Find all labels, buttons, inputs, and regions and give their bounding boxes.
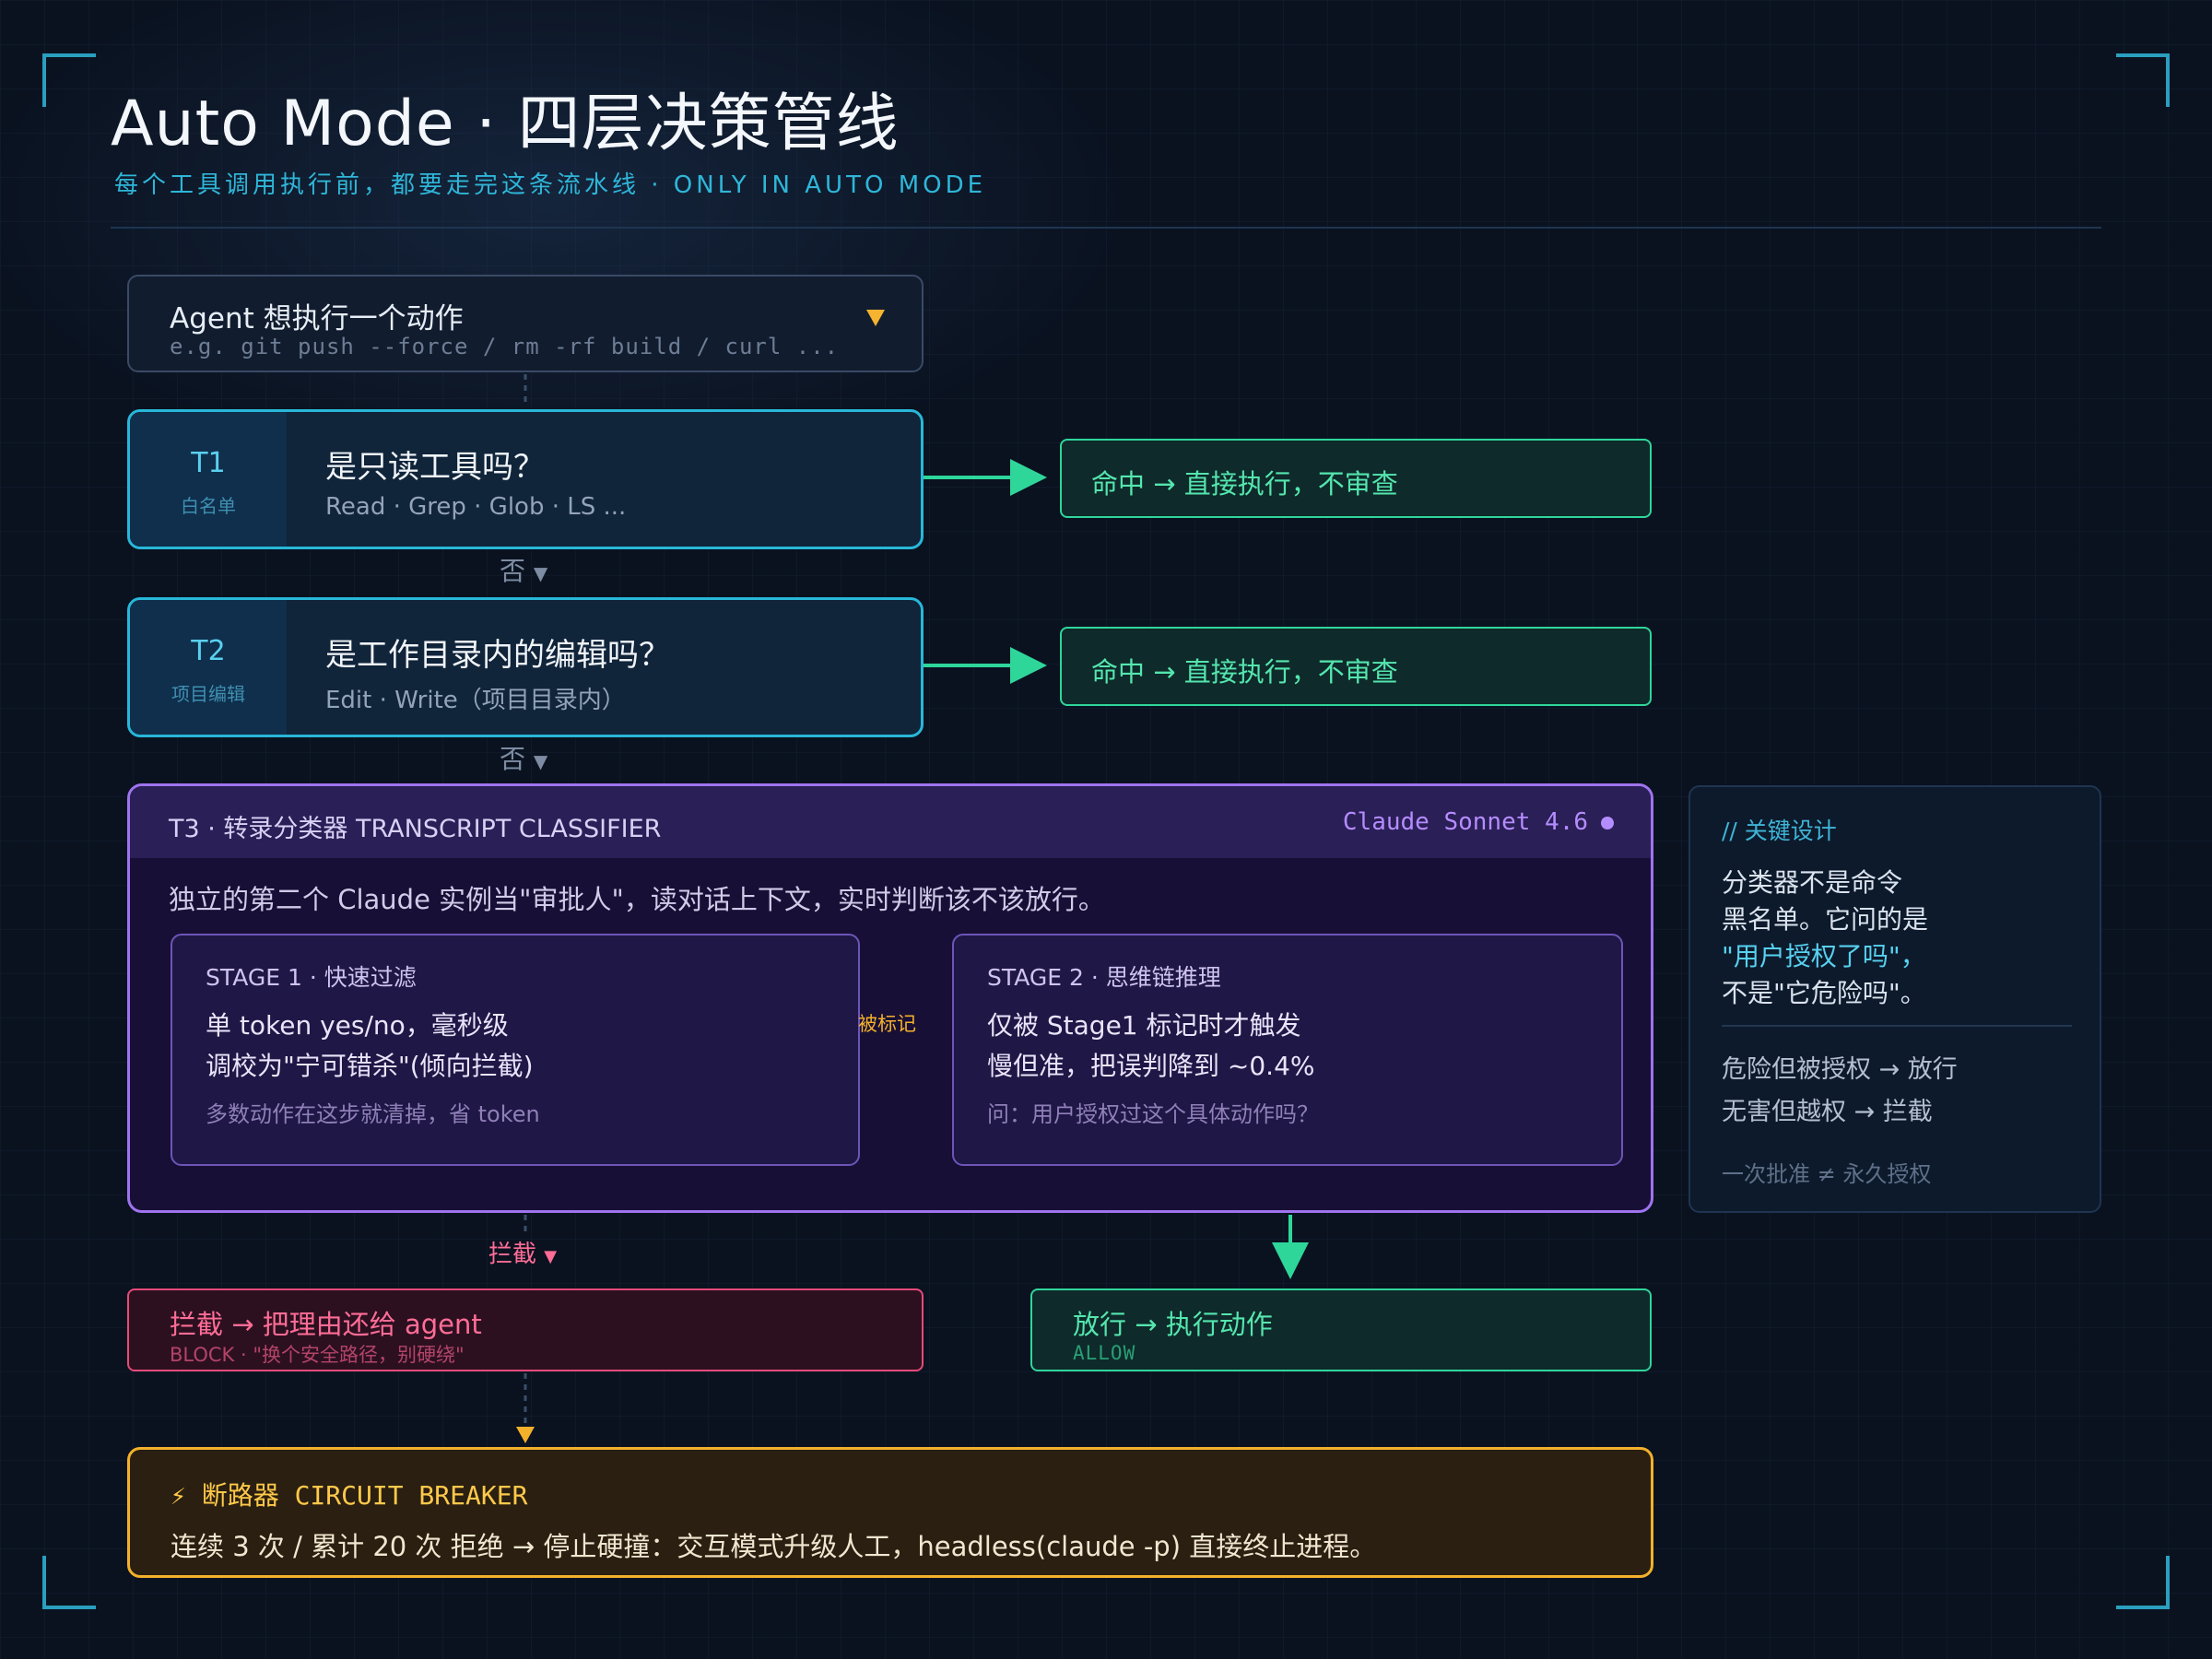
no-label-t1: 否 ▼: [500, 551, 547, 588]
tier-t2-box: T2 项目编辑 是工作目录内的编辑吗？ Edit · Write（项目目录内）: [127, 597, 924, 737]
stage1-note: 多数动作在这步就清掉，省 token: [206, 1101, 540, 1127]
chevron-down-icon: [866, 310, 885, 326]
frame-corner-top-right: [2116, 53, 2170, 107]
block-sub: BLOCK · "换个安全路径，别硬绕": [170, 1344, 465, 1366]
stage1-line2: 调校为"宁可错杀"(倾向拦截): [206, 1051, 534, 1081]
tier-t2-id: T2: [191, 635, 226, 667]
tier-t1-question: 是只读工具吗？: [325, 449, 545, 486]
tier-t3-model: Claude Sonnet 4.6: [1343, 808, 1614, 836]
note-body-highlight: "用户授权了吗"，: [1722, 941, 1926, 971]
stage2-note: 问：用户授权过这个具体动作吗？: [987, 1101, 1319, 1127]
stage2-line2: 慢但准，把误判降到 ~0.4%: [987, 1051, 1315, 1081]
allow-sub: ALLOW: [1073, 1342, 1136, 1364]
breaker-title: ⚡ 断路器 CIRCUIT BREAKER: [171, 1480, 528, 1511]
status-dot-icon: [1601, 816, 1614, 830]
tier-t1-id: T1: [191, 447, 226, 479]
stage-flag-label: 被标记: [858, 1013, 916, 1035]
stage2-heading: STAGE 2 · 思维链推理: [987, 964, 1221, 991]
tier-t2-hit-label: 命中 → 直接执行，不审查: [1091, 656, 1398, 688]
stage1-box: STAGE 1 · 快速过滤 单 token yes/no，毫秒级 调校为"宁可…: [171, 934, 860, 1166]
no-label-text: 否: [500, 744, 526, 774]
no-label-t2: 否 ▼: [500, 739, 547, 776]
allow-outcome-box: 放行 → 执行动作 ALLOW: [1030, 1288, 1652, 1371]
stage2-line1: 仅被 Stage1 标记时才触发: [987, 1010, 1301, 1041]
block-outcome-box: 拦截 → 把理由还给 agent BLOCK · "换个安全路径，别硬绕": [127, 1288, 924, 1371]
block-title: 拦截 → 把理由还给 agent: [170, 1309, 482, 1340]
tier-t1-tag: 白名单: [181, 495, 236, 517]
frame-corner-top-left: [42, 53, 96, 107]
frame-corner-bottom-left: [42, 1556, 96, 1609]
block-flow-label: 拦截 ▼: [488, 1235, 557, 1269]
tier-t1-hit-label: 命中 → 直接执行，不审查: [1091, 468, 1398, 500]
agent-title: Agent 想执行一个动作: [170, 302, 464, 335]
note-body-line: 黑名单。它问的是: [1722, 904, 1929, 935]
agent-action-box: Agent 想执行一个动作 e.g. git push --force / rm…: [127, 275, 924, 372]
allow-title: 放行 → 执行动作: [1073, 1309, 1273, 1340]
tier-t2-question: 是工作目录内的编辑吗？: [325, 637, 670, 674]
key-design-note: // 关键设计 分类器不是命令 黑名单。它问的是 "用户授权了吗"， 不是"它危…: [1688, 785, 2101, 1213]
down-triangle-icon: ▼: [533, 562, 548, 584]
note-rule-allow: 危险但被授权 → 放行: [1722, 1055, 1958, 1084]
tier-t2-tag: 项目编辑: [171, 683, 245, 705]
down-triangle-icon: ▼: [544, 1247, 558, 1266]
tier-t3-classifier-box: T3 · 转录分类器 TRANSCRIPT CLASSIFIER Claude …: [127, 783, 1653, 1213]
circuit-breaker-box: ⚡ 断路器 CIRCUIT BREAKER 连续 3 次 / 累计 20 次 拒…: [127, 1447, 1653, 1578]
no-label-text: 否: [500, 556, 526, 586]
header-divider: [111, 227, 2101, 229]
tier-t3-title: T3 · 转录分类器 TRANSCRIPT CLASSIFIER: [169, 815, 662, 843]
note-footer: 一次批准 ≠ 永久授权: [1722, 1161, 1932, 1187]
stage1-line1: 单 token yes/no，毫秒级: [206, 1010, 509, 1041]
breaker-arrowhead: [516, 1427, 535, 1443]
page-subtitle: 每个工具调用执行前，都要走完这条流水线 · ONLY IN AUTO MODE: [114, 171, 987, 199]
note-rule-block: 无害但越权 → 拦截: [1722, 1098, 1933, 1126]
agent-example: e.g. git push --force / rm -rf build / c…: [170, 334, 840, 359]
down-triangle-icon: ▼: [533, 750, 548, 772]
tier-t2-tools: Edit · Write（项目目录内）: [325, 687, 626, 714]
breaker-body: 连续 3 次 / 累计 20 次 拒绝 → 停止硬撞：交互模式升级人工，head…: [171, 1531, 1377, 1562]
tier-t1-tools: Read · Grep · Glob · LS ...: [325, 493, 627, 521]
stage1-heading: STAGE 1 · 快速过滤: [206, 964, 417, 991]
note-divider: [1722, 1025, 2072, 1027]
tier-t1-sidebar: [130, 412, 287, 547]
tier-t2-hit-box: 命中 → 直接执行，不审查: [1060, 627, 1652, 706]
tier-t1-hit-box: 命中 → 直接执行，不审查: [1060, 439, 1652, 518]
stage2-box: STAGE 2 · 思维链推理 仅被 Stage1 标记时才触发 慢但准，把误判…: [952, 934, 1623, 1166]
model-name: Claude Sonnet 4.6: [1342, 808, 1588, 836]
note-heading: // 关键设计: [1722, 818, 1837, 844]
block-label-text: 拦截: [488, 1241, 537, 1268]
tier-t1-box: T1 白名单 是只读工具吗？ Read · Grep · Glob · LS .…: [127, 409, 924, 549]
tier-t3-header: T3 · 转录分类器 TRANSCRIPT CLASSIFIER Claude …: [130, 786, 1651, 858]
note-body-line: 分类器不是命令: [1722, 867, 1903, 898]
note-body-line: 不是"它危险吗"。: [1722, 978, 1926, 1008]
tier-t2-sidebar: [130, 600, 287, 735]
frame-corner-bottom-right: [2116, 1556, 2170, 1609]
tier-t3-description: 独立的第二个 Claude 实例当"审批人"，读对话上下文，实时判断该不该放行。: [169, 884, 1105, 915]
page-title: Auto Mode · 四层决策管线: [111, 88, 900, 160]
